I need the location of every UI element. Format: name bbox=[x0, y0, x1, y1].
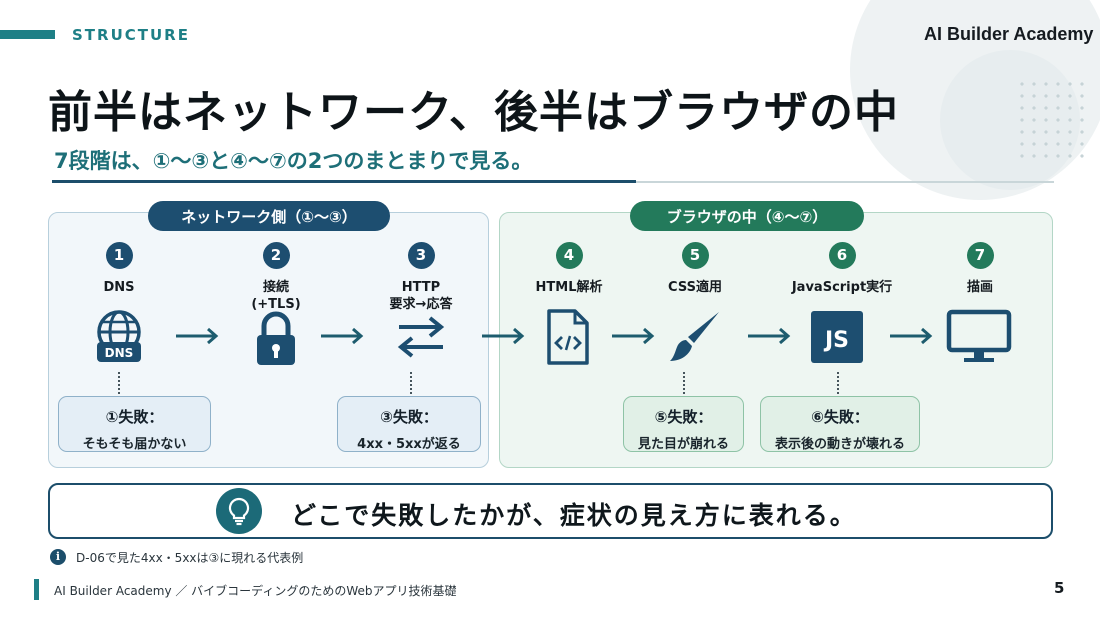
slide-title: 前半はネットワーク、後半はブラウザの中 bbox=[48, 87, 900, 138]
footer-text: AI Builder Academy ／ バイブコーディングのためのWebアプリ… bbox=[54, 584, 457, 598]
step-1: 1 DNS bbox=[44, 242, 194, 296]
arrow-right-icon bbox=[482, 327, 525, 345]
key-message-text: どこで失敗したかが、症状の見え方に表れる。 bbox=[291, 501, 857, 530]
lightbulb-icon bbox=[216, 488, 262, 534]
step-number: 4 bbox=[555, 242, 583, 269]
failure-description: 見た目が崩れる bbox=[637, 437, 729, 452]
arrow-right-icon bbox=[321, 327, 364, 345]
failure-box-step3: ③失敗： 4xx・5xxが返る bbox=[337, 396, 481, 452]
lock-icon bbox=[241, 308, 311, 370]
step-4: 4 HTML解析 bbox=[494, 242, 644, 296]
key-message-callout bbox=[48, 483, 1053, 539]
brand-name: AI Builder Academy bbox=[924, 24, 1094, 44]
step-sublabel: (+TLS) bbox=[251, 297, 301, 312]
section-accent-bar bbox=[0, 30, 55, 39]
step-label: HTML解析 bbox=[535, 280, 603, 295]
step-number: 3 bbox=[407, 242, 435, 269]
step-7: 7 描画 bbox=[905, 242, 1055, 296]
connector-line bbox=[683, 372, 685, 398]
section-label: STRUCTURE bbox=[72, 26, 190, 44]
monitor-icon bbox=[944, 306, 1014, 368]
js-icon-text: JS bbox=[823, 328, 849, 353]
code-file-icon bbox=[533, 306, 603, 368]
decorative-dot-grid bbox=[1016, 78, 1088, 158]
step-number: 2 bbox=[262, 242, 290, 269]
step-label: DNS bbox=[103, 280, 135, 295]
connector-line bbox=[837, 372, 839, 398]
failure-description: そもそも届かない bbox=[82, 437, 187, 452]
slide-subtitle: 7段階は、①〜③と④〜⑦の2つのまとまりで見る。 bbox=[54, 149, 533, 173]
arrow-right-icon bbox=[176, 327, 219, 345]
step-2: 2 接続 (+TLS) bbox=[201, 242, 351, 313]
arrow-right-icon bbox=[612, 327, 655, 345]
browser-group-label: ブラウザの中（④〜⑦） bbox=[630, 201, 864, 231]
failure-title: ③失敗： bbox=[380, 408, 438, 426]
title-divider-accent bbox=[52, 180, 636, 183]
step-label: HTTP bbox=[401, 280, 441, 295]
connector-line bbox=[410, 372, 412, 398]
failure-description: 表示後の動きが壊れる bbox=[774, 437, 905, 452]
arrow-right-icon bbox=[890, 327, 933, 345]
step-label: CSS適用 bbox=[668, 280, 722, 295]
failure-title: ①失敗： bbox=[105, 408, 164, 426]
step-number: 7 bbox=[966, 242, 994, 269]
connector-line bbox=[118, 372, 120, 398]
exchange-arrows-icon bbox=[386, 306, 456, 368]
step-number: 5 bbox=[681, 242, 709, 269]
failure-box-step6: ⑥失敗： 表示後の動きが壊れる bbox=[760, 396, 920, 452]
step-label: 接続 bbox=[262, 280, 289, 295]
failure-title: ⑥失敗： bbox=[811, 408, 869, 426]
failure-box-step5: ⑤失敗： 見た目が崩れる bbox=[623, 396, 744, 452]
note-text: D-06で見た4xx・5xxは③に現れる代表例 bbox=[76, 551, 304, 565]
step-6: 6 JavaScript実行 bbox=[767, 242, 917, 296]
step-number: 1 bbox=[105, 242, 133, 269]
failure-title: ⑤失敗： bbox=[654, 408, 713, 426]
js-icon: JS bbox=[802, 306, 872, 368]
step-5: 5 CSS適用 bbox=[620, 242, 770, 296]
network-group-label: ネットワーク側（①〜③） bbox=[148, 201, 390, 231]
arrow-right-icon bbox=[748, 327, 791, 345]
page-number: 5 bbox=[1054, 579, 1065, 597]
failure-box-step1: ①失敗： そもそも届かない bbox=[58, 396, 211, 452]
step-label: 描画 bbox=[966, 280, 993, 295]
footer-accent-bar bbox=[34, 579, 39, 600]
step-sublabel: 要求→応答 bbox=[389, 297, 453, 312]
failure-description: 4xx・5xxが返る bbox=[357, 437, 461, 452]
dns-icon-text: DNS bbox=[105, 346, 134, 360]
info-icon: i bbox=[50, 549, 66, 565]
paintbrush-icon bbox=[659, 306, 729, 368]
globe-dns-icon: DNS bbox=[84, 308, 154, 370]
step-label: JavaScript実行 bbox=[791, 280, 893, 295]
step-number: 6 bbox=[828, 242, 856, 269]
step-3: 3 HTTP 要求→応答 bbox=[346, 242, 496, 313]
